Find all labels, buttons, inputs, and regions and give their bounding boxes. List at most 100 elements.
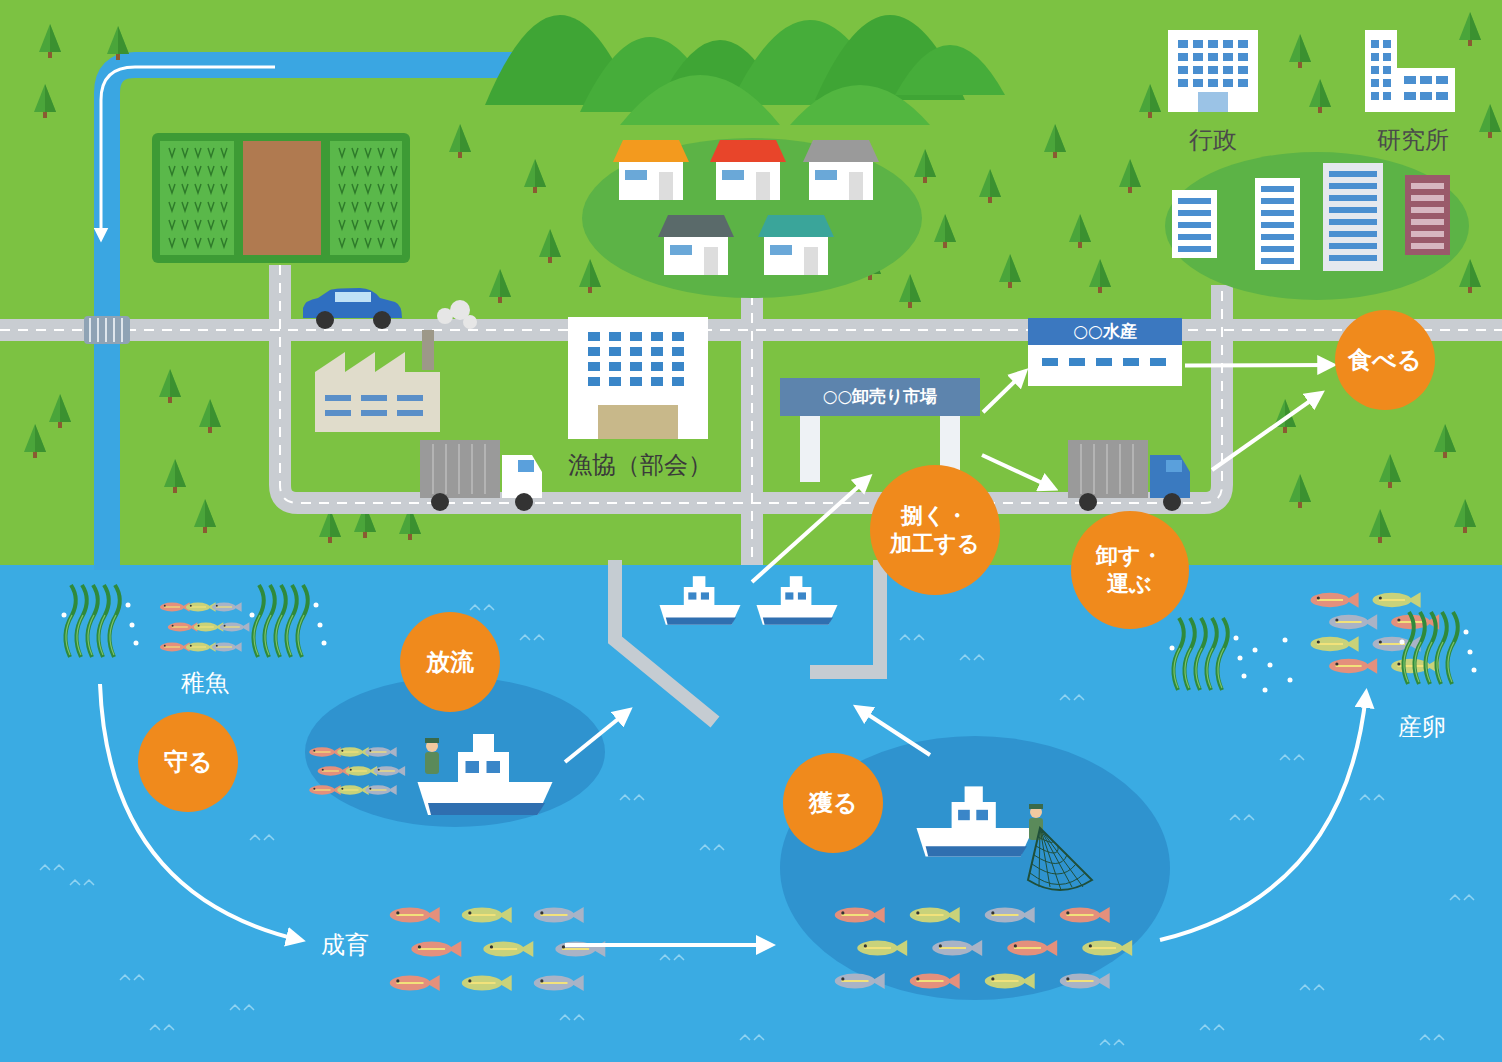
wave-mark bbox=[40, 865, 64, 870]
fish bbox=[337, 747, 368, 757]
window bbox=[651, 377, 663, 386]
fish-body bbox=[985, 908, 1026, 923]
truck bbox=[1068, 440, 1190, 511]
tree-crown bbox=[1459, 259, 1481, 287]
action-circle: 守る bbox=[138, 712, 238, 812]
wave-mark bbox=[1200, 1025, 1224, 1030]
cargo-rib bbox=[1119, 444, 1121, 494]
window bbox=[1383, 40, 1391, 48]
fish-eye bbox=[1066, 911, 1069, 914]
mountain bbox=[620, 75, 780, 125]
processing-building bbox=[1028, 343, 1182, 386]
window bbox=[815, 170, 837, 180]
window bbox=[688, 592, 696, 599]
tree bbox=[1289, 34, 1311, 68]
window bbox=[1223, 79, 1233, 87]
fish-eye bbox=[991, 911, 994, 914]
seaweed-blade bbox=[264, 585, 274, 657]
action-label: 捌く・ 加工する bbox=[881, 502, 988, 557]
fish-body bbox=[318, 766, 344, 775]
fish-stripe bbox=[342, 789, 359, 790]
house-roof bbox=[803, 140, 879, 162]
tree bbox=[1479, 104, 1501, 138]
window bbox=[958, 810, 970, 820]
wave-mark bbox=[1360, 795, 1384, 800]
window bbox=[1193, 66, 1203, 74]
boat-cabin bbox=[684, 587, 715, 605]
window bbox=[1178, 66, 1188, 74]
wheel bbox=[373, 311, 391, 329]
cargo-rib bbox=[458, 444, 460, 494]
fish-eye bbox=[216, 605, 218, 607]
fish bbox=[186, 642, 216, 652]
factory bbox=[315, 300, 477, 432]
seaweed-blade bbox=[253, 585, 263, 657]
window bbox=[609, 377, 621, 386]
fish-body bbox=[462, 976, 503, 991]
tree-crown bbox=[1309, 79, 1331, 107]
tree-shade bbox=[1470, 259, 1481, 287]
seaweed-blade bbox=[297, 585, 307, 657]
window bbox=[1261, 210, 1294, 216]
fish-stripe bbox=[842, 914, 869, 916]
window bbox=[630, 332, 642, 341]
bridge-rail bbox=[113, 318, 115, 342]
seaweed-vein bbox=[66, 615, 72, 655]
fish bbox=[318, 766, 349, 776]
tree-crown bbox=[34, 84, 56, 112]
flow-arrow bbox=[1212, 394, 1320, 470]
fish-stripe bbox=[190, 646, 206, 647]
tree-shade bbox=[500, 269, 511, 297]
window bbox=[785, 592, 793, 599]
fish bbox=[462, 975, 512, 991]
tree-shade bbox=[175, 459, 186, 487]
fish-stripe bbox=[164, 606, 180, 607]
window bbox=[325, 395, 351, 401]
fish-eye bbox=[1379, 596, 1382, 599]
boat-hull bbox=[757, 605, 838, 625]
fish-eye bbox=[322, 769, 324, 771]
chimney bbox=[422, 330, 434, 370]
field bbox=[243, 141, 321, 255]
fish-body bbox=[168, 623, 192, 632]
tree bbox=[1434, 424, 1456, 458]
fish bbox=[1060, 973, 1110, 989]
fish bbox=[985, 973, 1035, 989]
window bbox=[1193, 79, 1203, 87]
truck bbox=[420, 440, 542, 511]
window bbox=[1371, 40, 1379, 48]
tree-shade bbox=[170, 369, 181, 397]
fish-stripe bbox=[1067, 980, 1094, 982]
bubble bbox=[250, 613, 255, 618]
tree-shade bbox=[1300, 34, 1311, 62]
wave-mark bbox=[1280, 755, 1304, 760]
window bbox=[1238, 66, 1248, 74]
window bbox=[1329, 183, 1377, 189]
boat-cabin bbox=[781, 587, 812, 605]
fish bbox=[1311, 636, 1359, 652]
tree-shade bbox=[590, 259, 601, 287]
tree-shade bbox=[550, 229, 561, 257]
wheel bbox=[515, 493, 533, 511]
tree-shade bbox=[1380, 509, 1391, 537]
tree bbox=[539, 229, 561, 263]
grass-mark bbox=[352, 238, 358, 247]
seaweed-vein bbox=[1196, 648, 1202, 688]
fish-stripe bbox=[541, 914, 568, 916]
wave-mark bbox=[1100, 1040, 1124, 1045]
tree-shade bbox=[535, 159, 546, 187]
factory-body bbox=[315, 352, 440, 432]
city-building bbox=[1405, 175, 1450, 255]
tree-shade bbox=[1150, 84, 1161, 112]
fish-stripe bbox=[216, 646, 232, 647]
tree-crown bbox=[164, 459, 186, 487]
tree-crown bbox=[1069, 214, 1091, 242]
tree-shade bbox=[1055, 124, 1066, 152]
house-wall bbox=[664, 233, 728, 275]
cap bbox=[1029, 804, 1043, 809]
grass-mark bbox=[221, 202, 227, 211]
fish-eye bbox=[198, 625, 200, 627]
window bbox=[1178, 234, 1211, 240]
grass-mark bbox=[169, 184, 175, 193]
seaweed bbox=[250, 585, 327, 657]
